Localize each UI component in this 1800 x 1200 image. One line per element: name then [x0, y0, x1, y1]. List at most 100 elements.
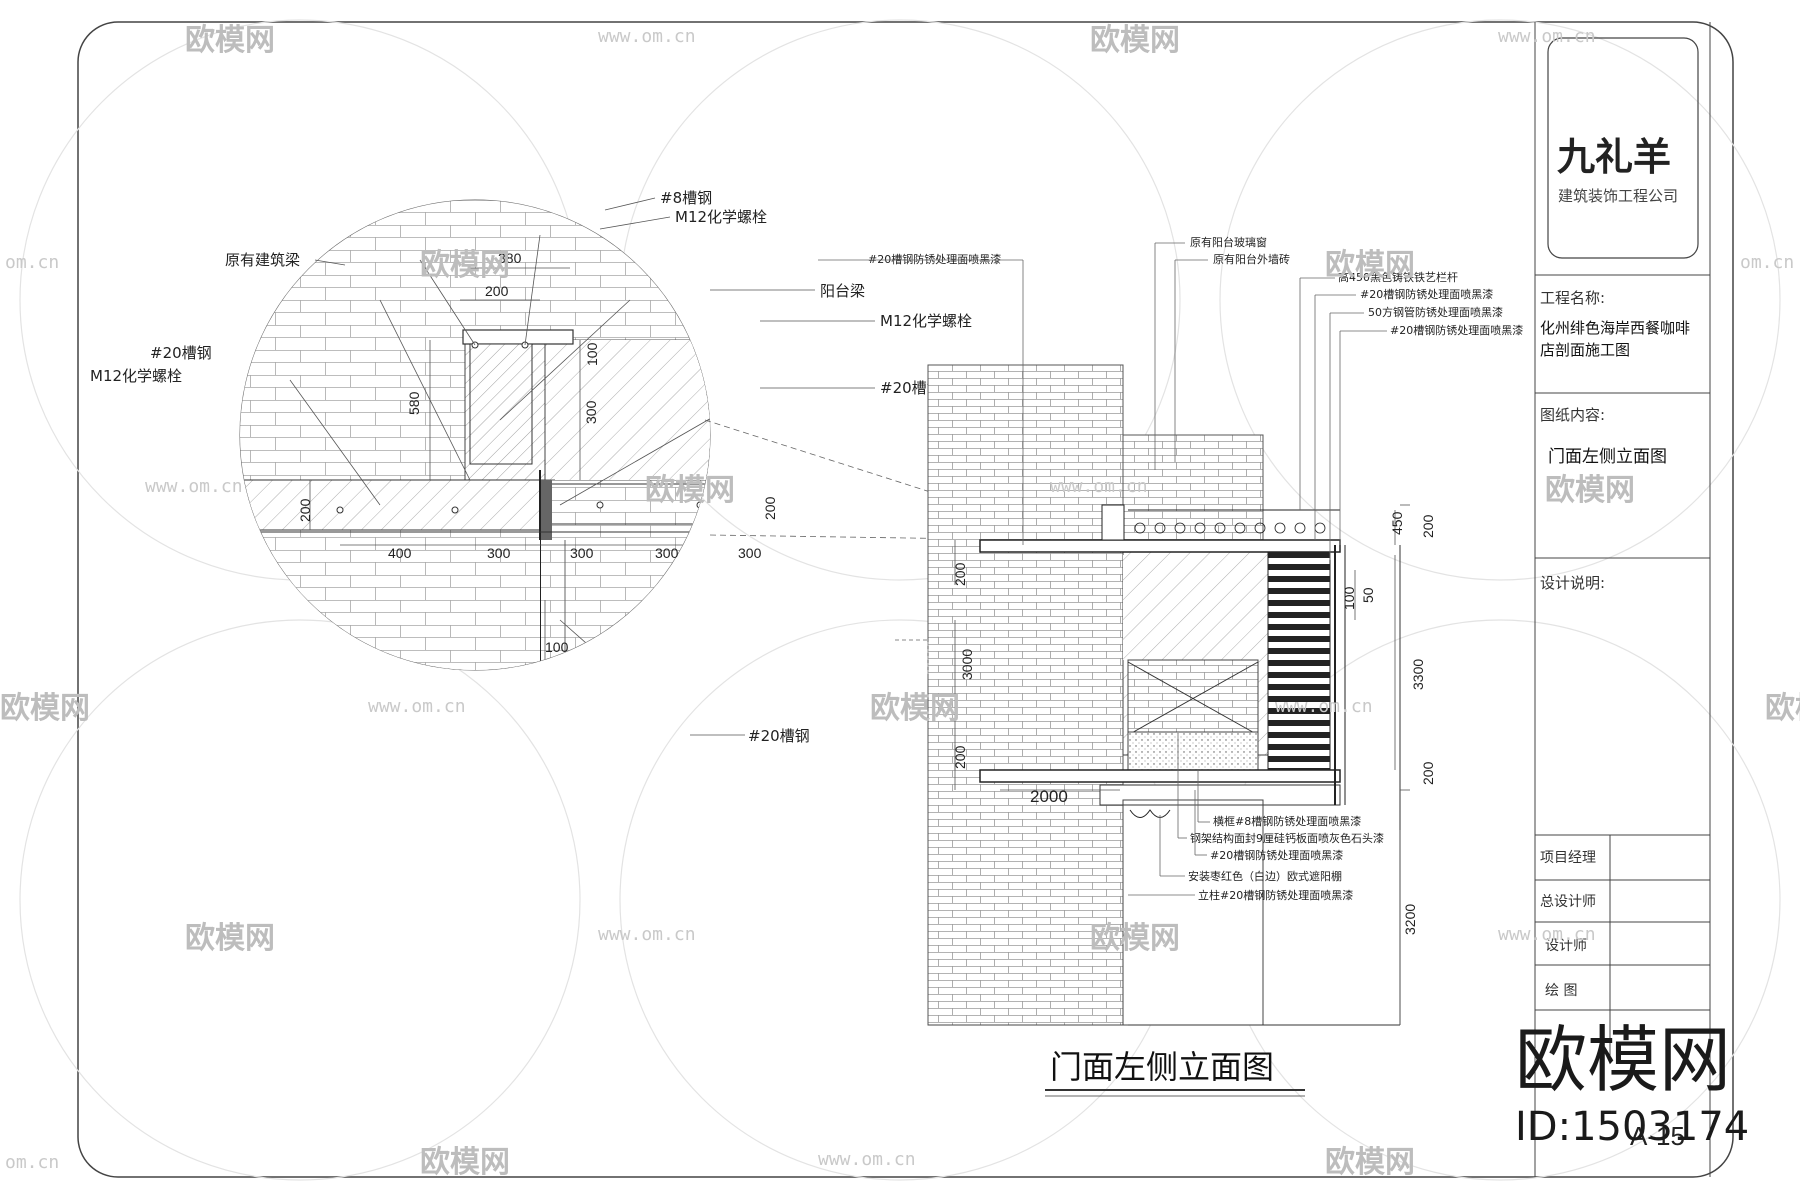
- wm-url: www.om.cn: [1498, 924, 1596, 945]
- edim-50: 50: [1360, 587, 1376, 603]
- wm-brand: 欧模网: [1090, 23, 1180, 58]
- detail-circle: [239, 199, 711, 671]
- note-top-1: #20槽钢防锈处理面喷黑漆: [868, 252, 1001, 266]
- role-drafter: 绘 图: [1545, 983, 1577, 999]
- note-top-7: #20槽钢防锈处理面喷黑漆: [1390, 323, 1523, 337]
- dim-300-b: 300: [570, 545, 594, 561]
- project-name-1: 化州绯色海岸西餐咖啡: [1540, 319, 1690, 337]
- wm-big-brand: 欧模网: [1515, 1018, 1731, 1102]
- wm-url: www.om.cn: [1275, 696, 1373, 717]
- wm-brand: 欧模网: [185, 921, 275, 956]
- elevation: [895, 364, 1401, 1026]
- wm-brand: 欧模网: [0, 691, 90, 726]
- label-existing-beam: 原有建筑梁: [225, 251, 300, 269]
- dim-580: 580: [406, 391, 422, 415]
- notes-label: 设计说明:: [1540, 574, 1605, 592]
- note-top-3: 原有阳台外墙砖: [1213, 252, 1290, 266]
- dim-100-low: 100: [545, 639, 569, 655]
- role-project-manager: 项目经理: [1540, 850, 1596, 866]
- wm-url-short: om.cn: [5, 252, 59, 273]
- label-c20-bottom: #20槽钢: [748, 727, 810, 745]
- dim-400: 400: [388, 545, 412, 561]
- wm-url: www.om.cn: [368, 696, 466, 717]
- dim-300-a: 300: [487, 545, 511, 561]
- edim-2000: 2000: [1030, 787, 1068, 806]
- label-c20-right: #20槽钢: [880, 379, 942, 397]
- label-m12-left: M12化学螺栓: [90, 367, 182, 385]
- role-designer: 设计师: [1545, 938, 1587, 954]
- elevation-notes-bottom: 横框#8槽钢防锈处理面喷黑漆 钢架结构面封9厘硅钙板面喷灰色石头漆 #20槽钢防…: [1128, 735, 1384, 902]
- label-m12-top: M12化学螺栓: [675, 208, 767, 226]
- edim-100: 100: [1341, 586, 1357, 610]
- edim-450: 450: [1389, 511, 1405, 535]
- wm-brand: 欧模网: [420, 1145, 510, 1180]
- wm-url: www.om.cn: [1498, 26, 1596, 47]
- note-bottom-1: 横框#8槽钢防锈处理面喷黑漆: [1213, 814, 1361, 828]
- company-subtitle: 建筑装饰工程公司: [1558, 187, 1678, 205]
- edim-200-a: 200: [952, 562, 968, 586]
- note-top-4: 高450黑色铸铁铁艺栏杆: [1338, 270, 1458, 284]
- wm-url: www.om.cn: [145, 476, 243, 497]
- label-balcony-beam: 阳台梁: [820, 282, 865, 300]
- watermark-arcs: [19, 19, 1781, 1181]
- project-label: 工程名称:: [1540, 289, 1605, 307]
- dim-100: 100: [584, 342, 600, 366]
- wm-id: ID:1503174: [1515, 1104, 1749, 1150]
- watermarks: 欧模网 www.om.cn 欧模网 www.om.cn om.cn 欧模网 欧模…: [0, 23, 1800, 1180]
- drawing-name: 门面左侧立面图: [1548, 447, 1667, 467]
- dim-300-d: 300: [738, 545, 762, 561]
- edim-200-b: 200: [952, 745, 968, 769]
- wm-url: www.om.cn: [818, 1149, 916, 1170]
- sheet-border: [77, 21, 1734, 1178]
- label-c20-left: #20槽钢: [150, 344, 212, 362]
- wm-brand: 欧模网: [645, 473, 735, 508]
- title-block: 九礼羊 建筑装饰工程公司 工程名称: 化州绯色海岸西餐咖啡 店剖面施工图 图纸内…: [1534, 22, 1711, 1177]
- edim-200-r2: 200: [1420, 761, 1436, 785]
- wm-brand: 欧模网: [420, 248, 510, 283]
- note-bottom-4: 安装枣红色（白边）欧式遮阳棚: [1188, 869, 1342, 883]
- note-bottom-5: 立柱#20槽钢防锈处理面喷黑漆: [1198, 888, 1353, 902]
- wm-brand: 欧模网: [1545, 473, 1635, 508]
- note-bottom-2: 钢架结构面封9厘硅钙板面喷灰色石头漆: [1190, 831, 1384, 845]
- wm-brand: 欧模网: [185, 23, 275, 58]
- elevation-dimensions: 200 3000 200 2000 450 200 100 50 3300 20…: [952, 504, 1436, 1025]
- dim-200-left: 200: [297, 498, 313, 522]
- wm-url-short: om.cn: [1740, 252, 1794, 273]
- wm-brand: 欧模网: [1765, 691, 1800, 726]
- dim-200-top: 200: [485, 283, 509, 299]
- dim-380: 380: [498, 250, 522, 266]
- wm-brand: 欧模网: [1325, 1145, 1415, 1180]
- wm-url: www.om.cn: [598, 26, 696, 47]
- label-m12-right: M12化学螺栓: [880, 312, 972, 330]
- edim-3200: 3200: [1402, 904, 1418, 935]
- drawing-label: 图纸内容:: [1540, 406, 1605, 424]
- edim-3000: 3000: [959, 649, 975, 680]
- dim-200-right: 200: [762, 496, 778, 520]
- edim-200-r1: 200: [1420, 514, 1436, 538]
- note-top-2: 原有阳台玻璃窗: [1190, 235, 1267, 249]
- wm-brand: 欧模网: [1090, 921, 1180, 956]
- note-bottom-3: #20槽钢防锈处理面喷黑漆: [1210, 848, 1343, 862]
- drawing-title-text: 门面左侧立面图: [1050, 1048, 1274, 1086]
- wm-brand: 欧模网: [870, 691, 960, 726]
- note-top-5: #20槽钢防锈处理面喷黑漆: [1360, 287, 1493, 301]
- wm-url-short: om.cn: [5, 1152, 59, 1173]
- dim-300-c: 300: [655, 545, 679, 561]
- sheet-number: A-15: [1630, 1121, 1685, 1151]
- detail-annotations: #8槽钢 M12化学螺栓 原有建筑梁 阳台梁 M12化学螺栓 #20槽钢 M12…: [90, 189, 972, 745]
- note-top-6: 50方钢管防锈处理面喷黑漆: [1368, 305, 1503, 319]
- project-name-2: 店剖面施工图: [1540, 341, 1630, 359]
- wm-url: www.om.cn: [598, 924, 696, 945]
- edim-3300: 3300: [1410, 659, 1426, 690]
- wm-brand: 欧模网: [1325, 248, 1415, 283]
- drawing-title: 门面左侧立面图: [1045, 1048, 1305, 1097]
- company-logo: 九礼羊: [1557, 134, 1671, 179]
- railing-ornaments: [1134, 522, 1326, 534]
- wm-url: www.om.cn: [1050, 476, 1148, 497]
- dim-300-v: 300: [583, 400, 599, 424]
- elevation-notes-top: #20槽钢防锈处理面喷黑漆 原有阳台玻璃窗 原有阳台外墙砖 高450黑色铸铁铁艺…: [818, 235, 1523, 560]
- logo-box: [1547, 37, 1699, 259]
- role-chief-designer: 总设计师: [1540, 894, 1596, 910]
- label-c8: #8槽钢: [660, 189, 712, 207]
